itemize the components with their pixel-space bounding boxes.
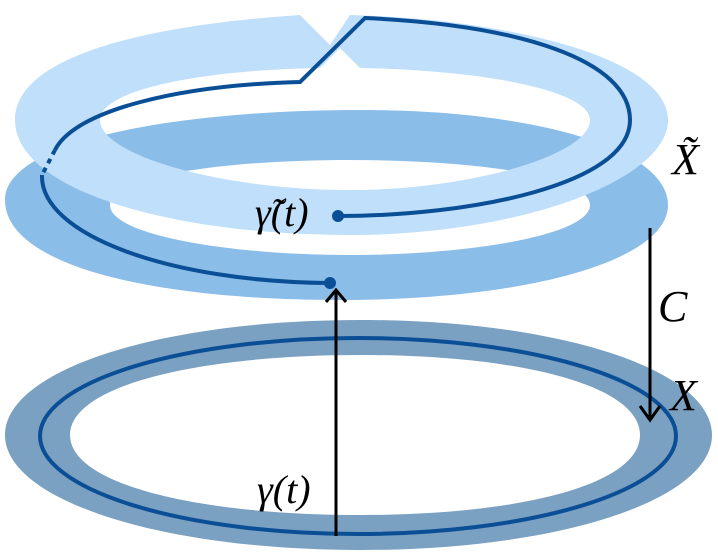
lifted-path-label: γ̃(t) [255, 190, 309, 235]
cover-space-label: X̃ [672, 135, 699, 184]
cover-lower-sheet [5, 110, 668, 300]
lifted-path [39, 15, 633, 289]
cover-upper-sheet [15, 15, 668, 235]
base-path-label: γ(t) [257, 467, 311, 512]
covering-map-label: C [658, 282, 688, 331]
base-space-label: X [670, 371, 697, 420]
lift-arrow [324, 287, 348, 536]
covering-map-arrow [638, 228, 662, 423]
base-ring [5, 320, 712, 550]
